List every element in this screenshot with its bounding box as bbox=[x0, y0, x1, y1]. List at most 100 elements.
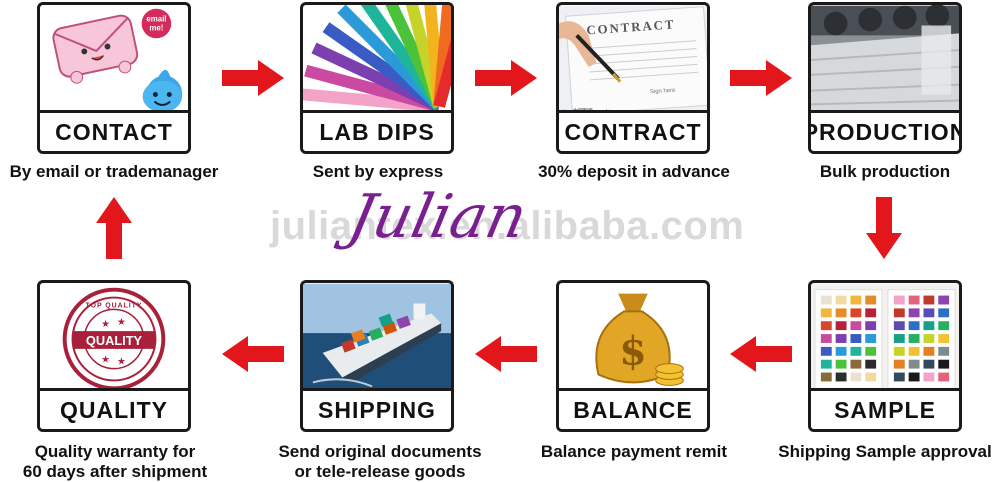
color-swatch bbox=[820, 359, 832, 369]
caption-quality: Quality warranty for 60 days after shipm… bbox=[22, 442, 208, 481]
arrow-left-icon bbox=[222, 336, 284, 372]
caption-balance: Balance payment remit bbox=[540, 442, 728, 461]
step-title-labdips: LAB DIPS bbox=[303, 110, 451, 151]
color-swatch bbox=[923, 321, 935, 331]
color-swatch bbox=[865, 308, 877, 318]
color-swatch bbox=[908, 308, 920, 318]
arrow-right-icon bbox=[475, 60, 537, 96]
color-card-illustration bbox=[811, 283, 959, 395]
color-swatch bbox=[923, 372, 935, 382]
step-card-balance: $ BALANCE bbox=[556, 280, 710, 432]
color-swatch bbox=[850, 295, 862, 305]
color-swatch bbox=[893, 308, 905, 318]
svg-text:QUALITY: QUALITY bbox=[86, 333, 143, 348]
color-swatch bbox=[835, 372, 847, 382]
color-swatch bbox=[938, 334, 950, 343]
color-swatch bbox=[820, 372, 832, 382]
color-swatch bbox=[865, 372, 877, 382]
svg-text:★: ★ bbox=[101, 319, 110, 330]
step-card-shipping: SHIPPING bbox=[300, 280, 454, 432]
color-swatch bbox=[835, 346, 847, 356]
factory-machine-illustration bbox=[811, 5, 959, 117]
color-swatch bbox=[893, 334, 905, 343]
color-swatch bbox=[938, 372, 950, 382]
color-swatch bbox=[850, 346, 862, 356]
contact-illustration: email me! bbox=[40, 5, 188, 117]
money-bag-illustration: $ bbox=[559, 283, 707, 395]
svg-text:TOP QUALITY: TOP QUALITY bbox=[86, 302, 143, 309]
color-swatch bbox=[865, 295, 877, 305]
color-swatch bbox=[923, 308, 935, 318]
caption-sample: Shipping Sample approval bbox=[778, 442, 992, 461]
arrow-right-icon bbox=[222, 60, 284, 96]
color-swatch bbox=[865, 321, 877, 331]
color-swatch bbox=[835, 321, 847, 331]
color-swatch bbox=[835, 295, 847, 305]
color-swatch bbox=[893, 372, 905, 382]
color-swatch bbox=[820, 321, 832, 331]
color-swatch bbox=[938, 295, 950, 305]
color-swatch bbox=[820, 334, 832, 343]
cargo-ship-illustration bbox=[303, 283, 451, 395]
color-swatch bbox=[923, 295, 935, 305]
color-swatch bbox=[850, 308, 862, 318]
step-card-labdips: LAB DIPS bbox=[300, 2, 454, 154]
step-card-sample: SAMPLE bbox=[808, 280, 962, 432]
svg-text:Sign here: Sign here bbox=[650, 88, 676, 96]
step-card-production: PRODUCTION bbox=[808, 2, 962, 154]
svg-text:$: $ bbox=[619, 329, 646, 375]
color-swatch bbox=[835, 308, 847, 318]
step-title-sample: SAMPLE bbox=[811, 388, 959, 429]
step-title-contact: CONTACT bbox=[40, 110, 188, 151]
step-title-shipping: SHIPPING bbox=[303, 388, 451, 429]
color-swatch bbox=[850, 359, 862, 369]
color-swatch bbox=[908, 321, 920, 331]
arrow-left-icon bbox=[475, 336, 537, 372]
color-swatch bbox=[923, 346, 935, 356]
svg-text:me!: me! bbox=[149, 23, 163, 32]
step-title-production: PRODUCTION bbox=[811, 110, 959, 151]
color-swatch bbox=[908, 372, 920, 382]
caption-contract: 30% deposit in advance bbox=[538, 162, 730, 181]
caption-contact: By email or trademanager bbox=[9, 162, 219, 181]
watermark: juliantex.en.alibaba.com bbox=[270, 204, 745, 248]
step-title-contract: CONTRACT bbox=[559, 110, 707, 151]
caption-production: Bulk production bbox=[819, 162, 951, 181]
email-badge-text: email bbox=[146, 15, 166, 24]
svg-text:★: ★ bbox=[117, 357, 126, 368]
color-swatch bbox=[835, 334, 847, 343]
step-card-contact: email me! CONTACT bbox=[37, 2, 191, 154]
color-swatch bbox=[893, 346, 905, 356]
color-swatch bbox=[893, 321, 905, 331]
color-swatch bbox=[923, 359, 935, 369]
color-swatch bbox=[938, 308, 950, 318]
color-swatch bbox=[893, 359, 905, 369]
svg-text:★: ★ bbox=[117, 317, 126, 328]
color-swatch bbox=[923, 334, 935, 343]
color-swatch bbox=[893, 295, 905, 305]
quality-stamp-illustration: TOP QUALITY QUALITY ★ ★ ★ ★ bbox=[40, 283, 188, 395]
color-swatch bbox=[865, 346, 877, 356]
step-card-contract: CONTRACT Sign here Veer中国图库 veerchina.co… bbox=[556, 2, 710, 154]
color-swatch bbox=[835, 359, 847, 369]
color-swatch bbox=[820, 295, 832, 305]
arrow-down-icon bbox=[866, 197, 902, 259]
svg-text:★: ★ bbox=[101, 355, 110, 366]
color-swatch bbox=[820, 308, 832, 318]
color-swatch bbox=[938, 321, 950, 331]
color-swatch bbox=[908, 295, 920, 305]
step-title-quality: QUALITY bbox=[40, 388, 188, 429]
svg-text:CONTRACT: CONTRACT bbox=[586, 17, 676, 37]
color-swatch bbox=[865, 359, 877, 369]
caption-shipping: Send original documents or tele-release … bbox=[278, 442, 482, 481]
color-swatch bbox=[820, 346, 832, 356]
arrow-right-icon bbox=[730, 60, 792, 96]
step-title-balance: BALANCE bbox=[559, 388, 707, 429]
color-swatch bbox=[938, 359, 950, 369]
step-card-quality: TOP QUALITY QUALITY ★ ★ ★ ★ QUALITY bbox=[37, 280, 191, 432]
caption-labdips: Sent by express bbox=[312, 162, 444, 181]
arrow-left-icon bbox=[730, 336, 792, 372]
color-swatch bbox=[908, 334, 920, 343]
contract-signing-illustration: CONTRACT Sign here Veer中国图库 veerchina.co… bbox=[559, 5, 707, 117]
signature-logo: Julian bbox=[342, 182, 533, 252]
